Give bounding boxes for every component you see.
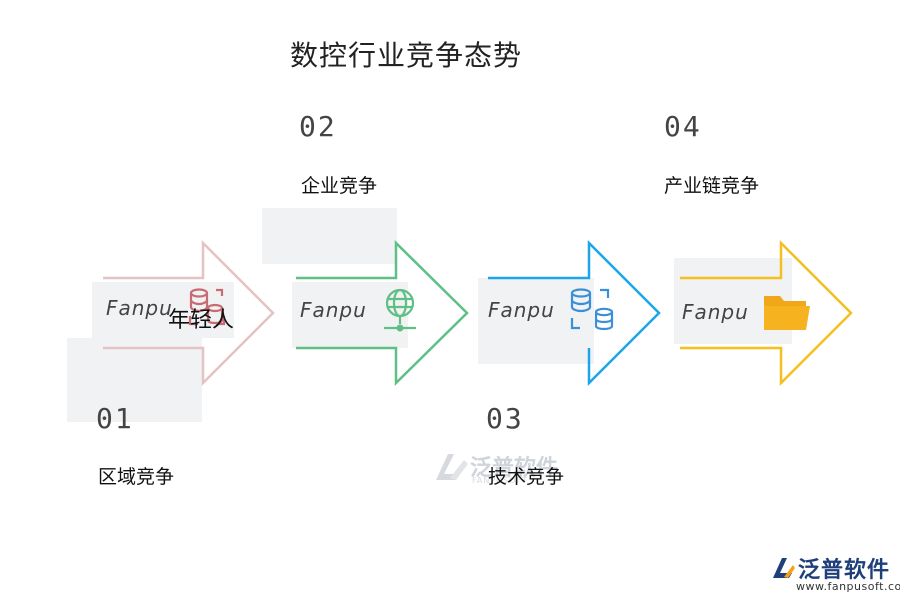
watermark-text: 泛普软件 [470,456,559,481]
watermark-sub: FANPUSOFT [472,476,528,485]
database-scan-icon [570,288,614,331]
database-scan-icon [188,288,226,326]
arrow-3 [488,239,661,387]
placeholder-box [67,338,202,422]
step-3-tag: Fanpu [488,298,555,322]
step-1-overlay-text: 年轻人 [168,308,235,333]
brand-logo: 泛普软件 www.fanpusoft.com [770,552,900,598]
folder-icon [764,296,810,330]
arrow-1 [103,239,275,387]
step-3-icon [568,286,616,340]
step-4-tag: Fanpu [682,300,749,324]
globe-network-icon [384,288,416,332]
brand-logo-icon [773,558,795,578]
step-1-icon [188,286,234,336]
page-title: 数控行业竞争态势 [290,39,523,72]
step-2-label: 企业竞争 [301,175,378,197]
step-4-label: 产业链竞争 [664,175,760,197]
arrow-4 [680,239,853,387]
step-1-label: 区域竞争 [98,466,175,488]
step-2-tag: Fanpu [300,298,367,322]
step-2-icon [380,286,424,338]
step-1-number: 01 [96,402,134,435]
arrow-2 [296,240,469,386]
step-4-icon [762,290,812,338]
placeholder-box [292,282,408,348]
watermark-logo-icon [436,454,468,480]
step-1-tag: Fanpu [106,296,173,320]
brand-logo-text: 泛普软件 [798,558,891,583]
placeholder-box [478,278,594,364]
brand-logo-url: www.fanpusoft.com [796,580,900,593]
step-4-number: 04 [664,110,702,143]
step-2-number: 02 [299,110,337,143]
step-3-number: 03 [486,402,524,435]
placeholder-box [262,208,397,264]
step-3-label: 技术竞争 [488,466,565,488]
